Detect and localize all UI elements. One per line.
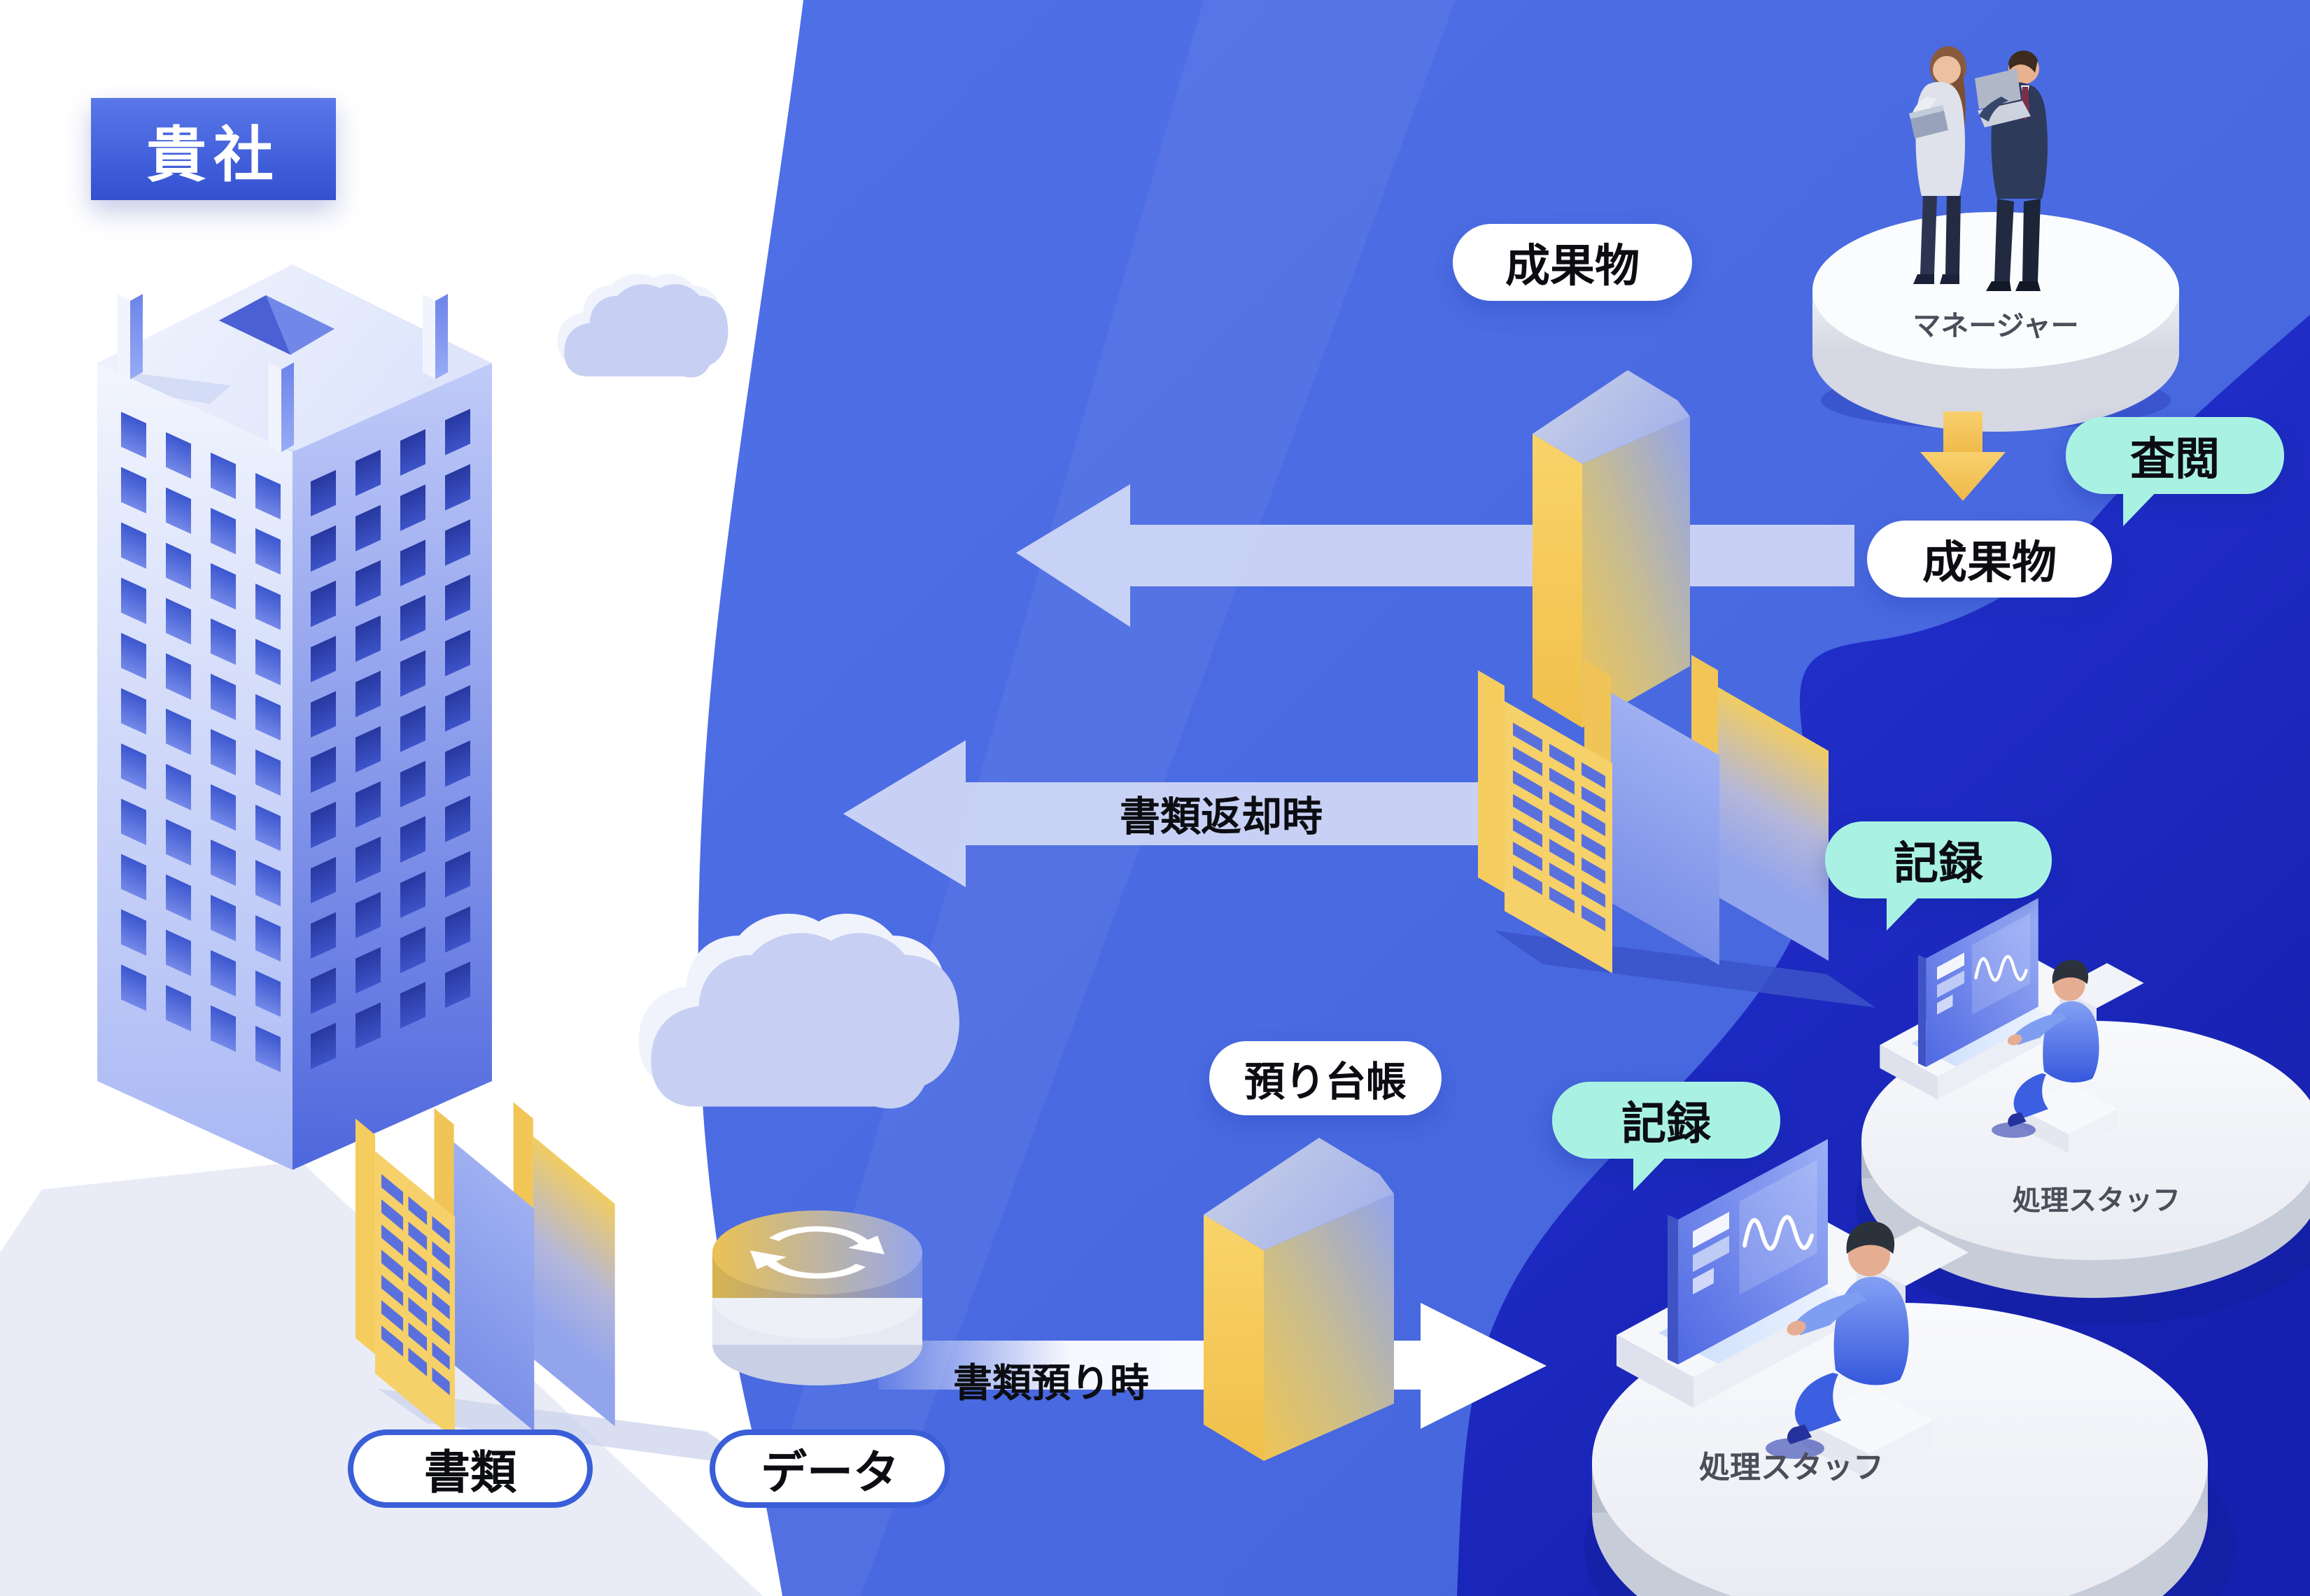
- office-building-icon: [97, 264, 492, 1170]
- company-label: 貴社: [146, 121, 281, 189]
- staff-platform-label-upper: 処理スタッフ: [2013, 1185, 2181, 1216]
- documents-pill: 書類: [348, 1429, 593, 1508]
- bubble-tail: [1633, 1152, 1671, 1191]
- database-icon: [712, 1210, 922, 1385]
- documents-shadow-left: [378, 1389, 756, 1467]
- review-down-arrow-icon: [1920, 411, 2006, 501]
- data-pill: データ: [710, 1429, 950, 1508]
- manager-platform-label: マネージャー: [1913, 311, 2079, 341]
- ledger-pill: 預り台帳: [1209, 1041, 1442, 1115]
- bubble-tail: [1887, 891, 1924, 931]
- deliverable-review-pill-label: 成果物: [1922, 537, 2057, 588]
- record-bubble-upper: 記録: [1825, 821, 2052, 931]
- deliverable-box-pill: 成果物: [1453, 224, 1692, 301]
- document-return-arrow: [843, 740, 1533, 887]
- ledger-pill-label: 預り台帳: [1244, 1059, 1407, 1105]
- deliverable-box-icon: [1533, 370, 1690, 728]
- review-bubble-label: 査閲: [2130, 434, 2220, 484]
- deliverable-box-pill-label: 成果物: [1505, 241, 1640, 291]
- record-bubble-upper-label: 記録: [1894, 838, 1983, 889]
- document-return-flow-label: 書類返却時: [1119, 794, 1323, 840]
- deliverable-return-arrow: [1016, 484, 1854, 627]
- manager-woman-figure: [1909, 46, 1966, 284]
- bubble-tail: [2123, 487, 2161, 526]
- record-bubble-lower-label: 記録: [1621, 1099, 1711, 1149]
- company-pill: 貴社: [91, 98, 336, 200]
- staff-platform-label-lower: 処理スタッフ: [1699, 1450, 1884, 1485]
- documents-pill-label: 書類: [424, 1446, 516, 1498]
- document-deposit-flow-label: 書類預り時: [953, 1360, 1149, 1405]
- ledger-box-icon: [1204, 1138, 1394, 1461]
- manager-platform: [1812, 46, 2179, 432]
- record-bubble-lower: 記録: [1552, 1082, 1780, 1191]
- review-bubble: 査閲: [2066, 417, 2284, 526]
- data-pill-label: データ: [761, 1446, 899, 1498]
- roof-pillar: [118, 294, 448, 452]
- sync-arrows-icon: [750, 1226, 885, 1279]
- deliverable-review-pill: 成果物: [1867, 521, 2112, 598]
- manager-man-figure: [1975, 50, 2048, 291]
